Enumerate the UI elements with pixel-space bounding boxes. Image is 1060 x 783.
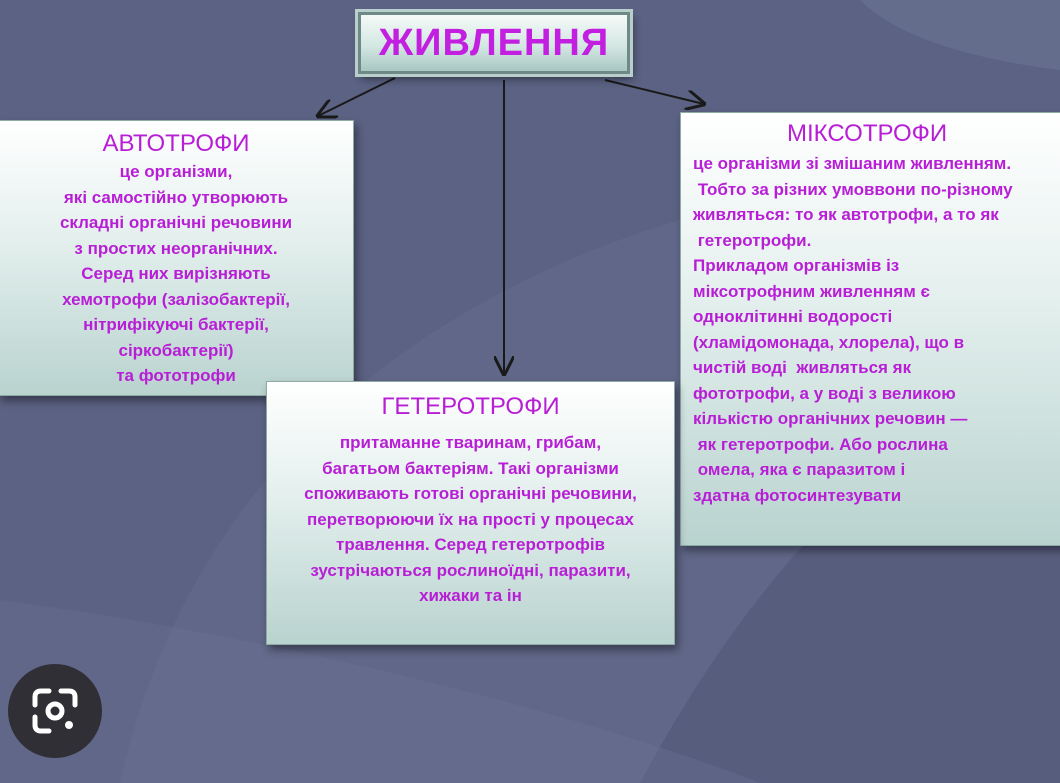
google-lens-icon: [32, 688, 78, 734]
autotrophs-heading: АВТОТРОФИ: [102, 130, 250, 157]
autotrophs-line: хемотрофи (залізобактерії,: [62, 289, 290, 309]
mixotrophs-line: це організми зі змішаним живленням.: [693, 154, 1012, 173]
lens-search-button[interactable]: [8, 664, 102, 758]
mixotrophs-line: як гетеротрофи. Або рослина: [693, 434, 948, 454]
autotrophs-card: АВТОТРОФИ це організми, які самостійно у…: [0, 120, 354, 396]
mixotrophs-line: живляться: то як автотрофи, а то як: [693, 205, 999, 224]
heterotrophs-line: споживають готові органічні речовини,: [304, 484, 637, 503]
mixotrophs-line: одноклітинні водорості: [693, 307, 893, 326]
autotrophs-line: з простих неорганічних.: [74, 238, 278, 258]
mixotrophs-line: Тобто за різних умоввони по-різному: [693, 179, 1013, 199]
heterotrophs-line: перетворюючи їх на прості у процесах: [306, 509, 634, 529]
mixotrophs-card: МІКСОТРОФИ це організми зі змішаним живл…: [680, 112, 1060, 546]
heterotrophs-line: хижаки та ін: [419, 586, 522, 605]
heterotrophs-line: травлення. Серед гетеротрофів: [336, 535, 605, 554]
autotrophs-line: сіркобактерії): [118, 340, 234, 360]
title-box: ЖИВЛЕННЯ: [358, 12, 630, 74]
heterotrophs-line: зустрічаються рослиноїдні, паразити,: [310, 560, 631, 580]
mixotrophs-line: кількістю органічних речовин —: [693, 409, 968, 428]
mixotrophs-description: це організми зі змішаним живленням. Тобт…: [681, 151, 1060, 508]
mixotrophs-line: чистій воді живляться як: [693, 358, 912, 377]
mixotrophs-line: Прикладом організмів із: [693, 256, 900, 275]
mixotrophs-heading: МІКСОТРОФИ: [787, 120, 948, 147]
autotrophs-line: це організми,: [119, 162, 233, 181]
autotrophs-line: складні органічні речовини: [59, 213, 293, 232]
mixotrophs-line: здатна фотосинтезувати: [693, 485, 902, 505]
heterotrophs-heading: ГЕТЕРОТРОФИ: [381, 393, 560, 420]
heterotrophs-description: притаманне тваринам, грибам, багатьом ба…: [267, 430, 674, 609]
mixotrophs-line: міксотрофним живленням є: [693, 281, 930, 301]
heterotrophs-line: багатьом бактеріям. Такі організми: [322, 458, 619, 478]
mixotrophs-line: омела, яка є паразитом і: [693, 460, 906, 479]
diagram-title: ЖИВЛЕННЯ: [378, 21, 610, 64]
autotrophs-line: та фототрофи: [116, 366, 236, 385]
mixotrophs-line: (хламідомонада, хлорела), що в: [693, 332, 965, 352]
autotrophs-line: нітрифікуючі бактерії,: [83, 315, 269, 334]
heterotrophs-card: ГЕТЕРОТРОФИ притаманне тваринам, грибам,…: [266, 381, 675, 645]
autotrophs-description: це організми, які самостійно утворюють с…: [0, 159, 353, 389]
autotrophs-line: які самостійно утворюють: [63, 187, 289, 207]
mixotrophs-line: фототрофи, а у воді з великою: [693, 383, 956, 403]
autotrophs-line: Серед них вирізняють: [81, 264, 271, 283]
mixotrophs-line: гетеротрофи.: [693, 230, 812, 250]
heterotrophs-line: притаманне тваринам, грибам,: [339, 433, 602, 452]
